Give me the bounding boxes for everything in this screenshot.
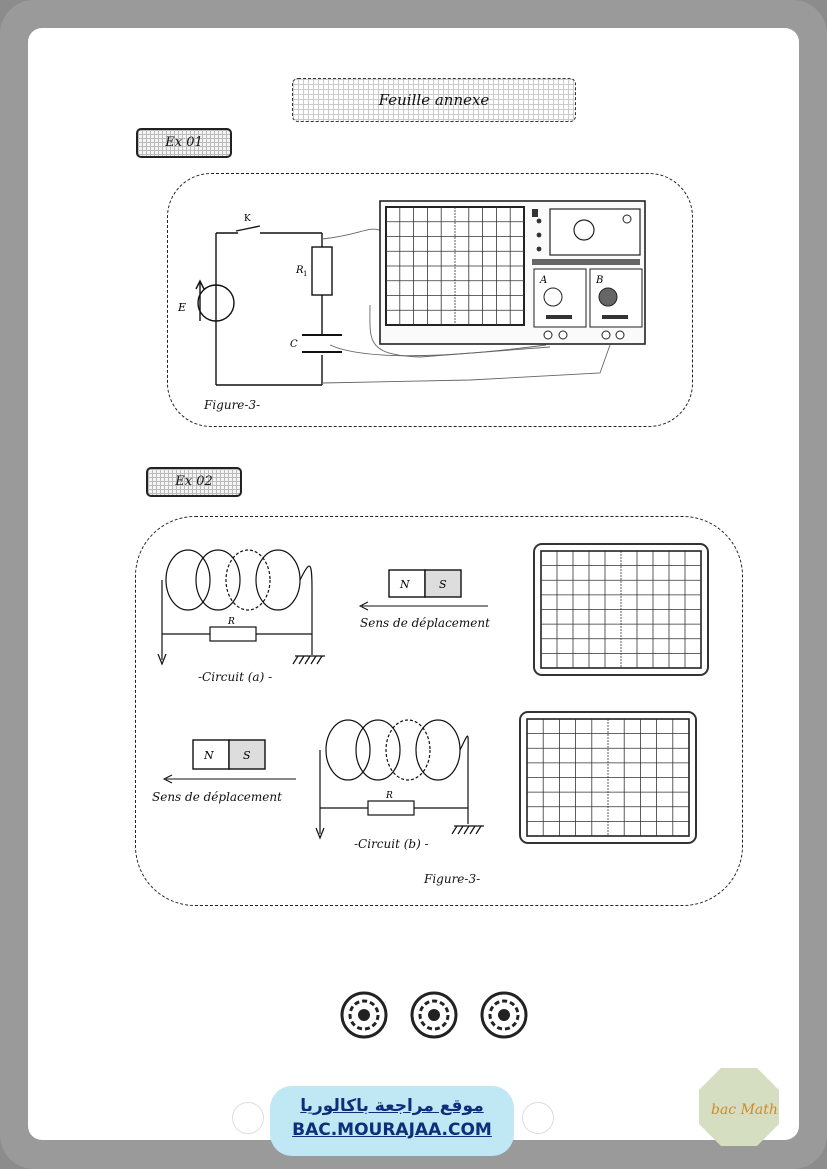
direction-label-b: Sens de déplacement [152, 790, 282, 804]
circuit-a-resistor-label: R [227, 617, 235, 627]
site-badge[interactable]: موقع مراجعة باكالوريا BAC.MOURAJAA.COM [270, 1086, 514, 1156]
oscilloscope-screen-b [519, 711, 697, 844]
circuit-b-caption: -Circuit (b) - [354, 837, 429, 851]
magnet-a-diagram: N S [358, 569, 488, 611]
page-title: Feuille annexe [378, 91, 490, 109]
oscilloscope-screen-a [533, 543, 709, 676]
channel-b-label: B [595, 275, 603, 286]
circuit-b-coil-diagram: R [315, 719, 484, 840]
magnet-a-north: N [399, 578, 410, 591]
exercise-2-label-box: Ex 02 [146, 467, 242, 497]
exercise-2-caption: Figure-3- [424, 872, 481, 886]
exercise-2-figure-region [135, 516, 743, 906]
exercise-1-caption: Figure-3- [204, 398, 261, 412]
resistor-label: R [295, 265, 304, 276]
seal-icon [480, 991, 528, 1039]
seals-row [340, 991, 528, 1039]
magnet-b-north: N [203, 749, 214, 762]
channel-a-label: A [539, 275, 547, 286]
direction-label-a: Sens de déplacement [360, 616, 490, 630]
site-logo-right-icon [522, 1102, 554, 1134]
exercise-1-label: Ex 01 [165, 135, 203, 150]
exercise-1-label-box: Ex 01 [136, 128, 232, 158]
circuit-a-caption: -Circuit (a) - [198, 670, 273, 684]
bac-math-logo: bac Math [697, 1066, 781, 1148]
circuit-a-coil-diagram: R [157, 549, 325, 666]
magnet-a-south: S [439, 578, 447, 591]
site-url[interactable]: BAC.MOURAJAA.COM [292, 1120, 492, 1140]
switch-label: K [244, 214, 251, 224]
seal-icon [410, 991, 458, 1039]
circuit-b-resistor-label: R [385, 791, 393, 801]
site-name-arabic[interactable]: موقع مراجعة باكالوريا [300, 1096, 484, 1116]
capacitor-label: C [290, 339, 298, 350]
source-label: E [177, 301, 186, 314]
bac-math-logo-text: bac Math [711, 1102, 778, 1118]
magnet-b-south: S [243, 749, 251, 762]
magnet-b-diagram: N S [162, 739, 296, 784]
rc-circuit-oscilloscope-diagram: K E R 1 C A B [177, 200, 646, 386]
page-title-box: Feuille annexe [292, 78, 576, 122]
seal-icon [340, 991, 388, 1039]
site-logo-left-icon [232, 1102, 264, 1134]
exercise-1-figure-region [167, 173, 693, 427]
exercise-2-label: Ex 02 [175, 474, 213, 489]
oscilloscope [379, 200, 646, 345]
resistor-subscript: 1 [303, 270, 307, 278]
